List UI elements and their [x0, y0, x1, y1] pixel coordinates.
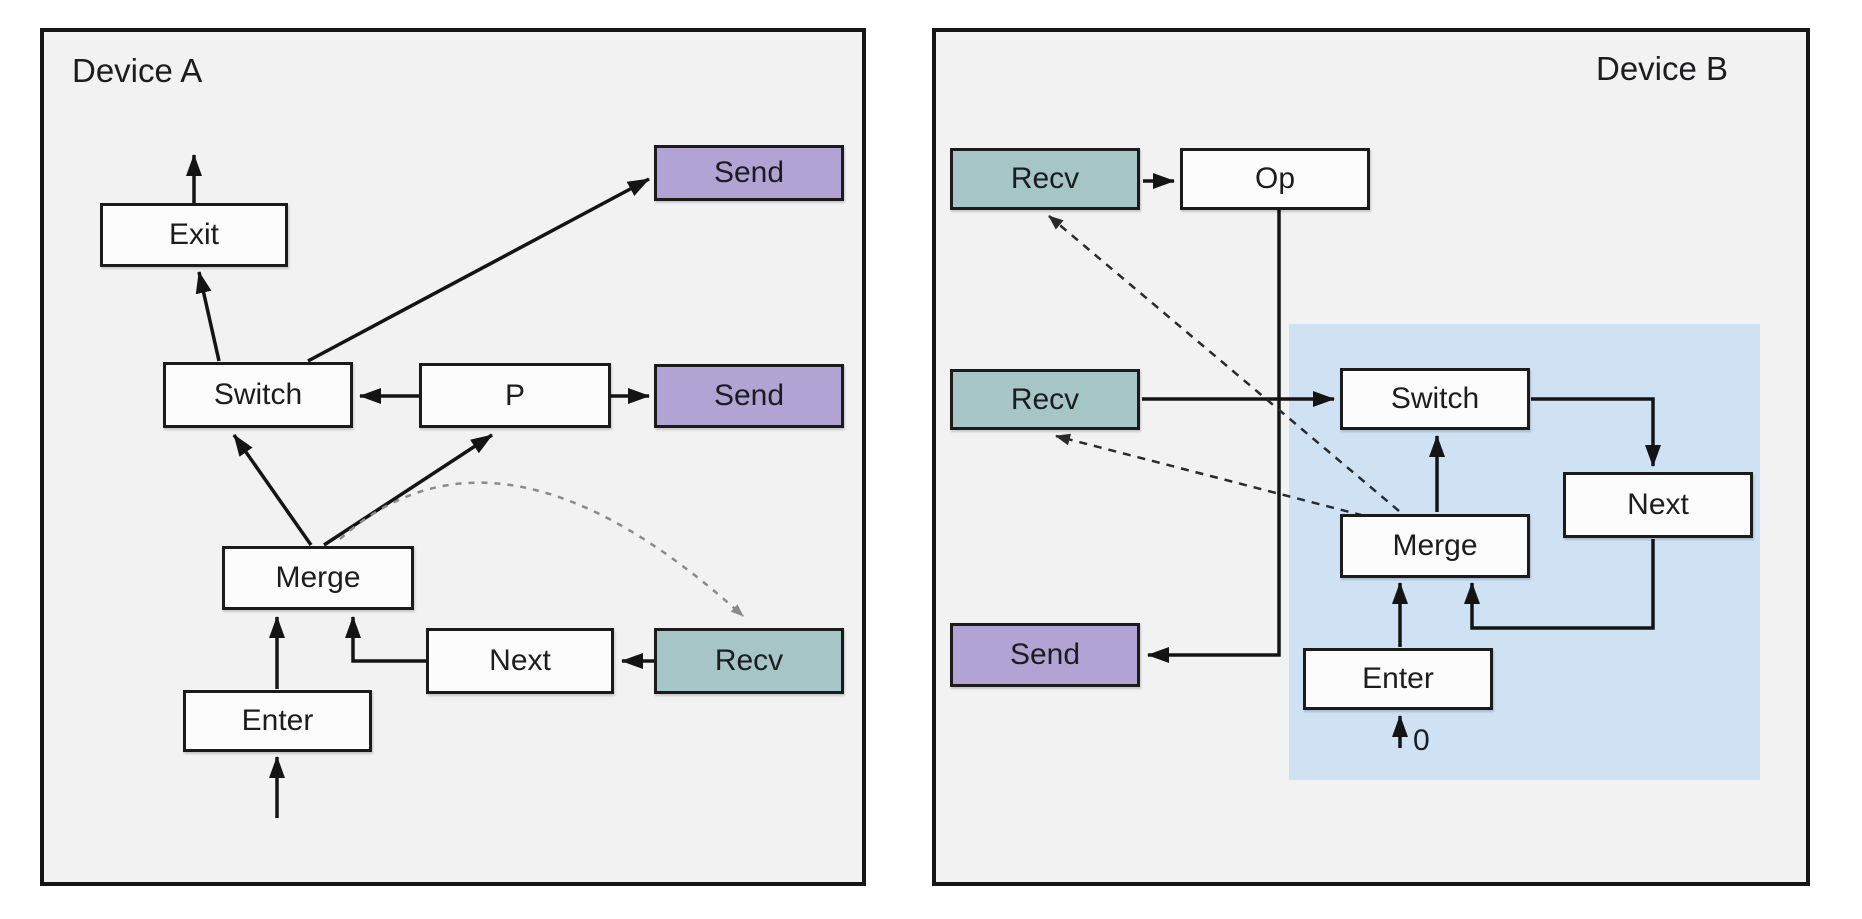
node-b-merge: Merge [1340, 514, 1530, 578]
node-b-send: Send [950, 623, 1140, 687]
node-a-exit: Exit [100, 203, 288, 267]
node-a-enter: Enter [183, 690, 372, 752]
device-b-title: Device B [1596, 50, 1729, 87]
node-b-enter: Enter [1303, 648, 1493, 710]
node-a-recv: Recv [654, 628, 844, 694]
node-a-send-top: Send [654, 145, 844, 201]
node-a-merge: Merge [222, 546, 414, 610]
node-a-switch: Switch [163, 362, 353, 428]
node-a-next: Next [426, 628, 614, 694]
node-a-p: P [419, 363, 611, 428]
node-b-recv-mid: Recv [950, 369, 1140, 430]
node-a-send-mid: Send [654, 364, 844, 428]
node-b-op: Op [1180, 148, 1370, 210]
node-b-switch: Switch [1340, 368, 1530, 430]
node-b-recv-top: Recv [950, 148, 1140, 210]
node-b-next: Next [1563, 472, 1753, 538]
node-b-enter-input-label: 0 [1413, 724, 1430, 757]
device-a-title: Device A [72, 52, 203, 89]
